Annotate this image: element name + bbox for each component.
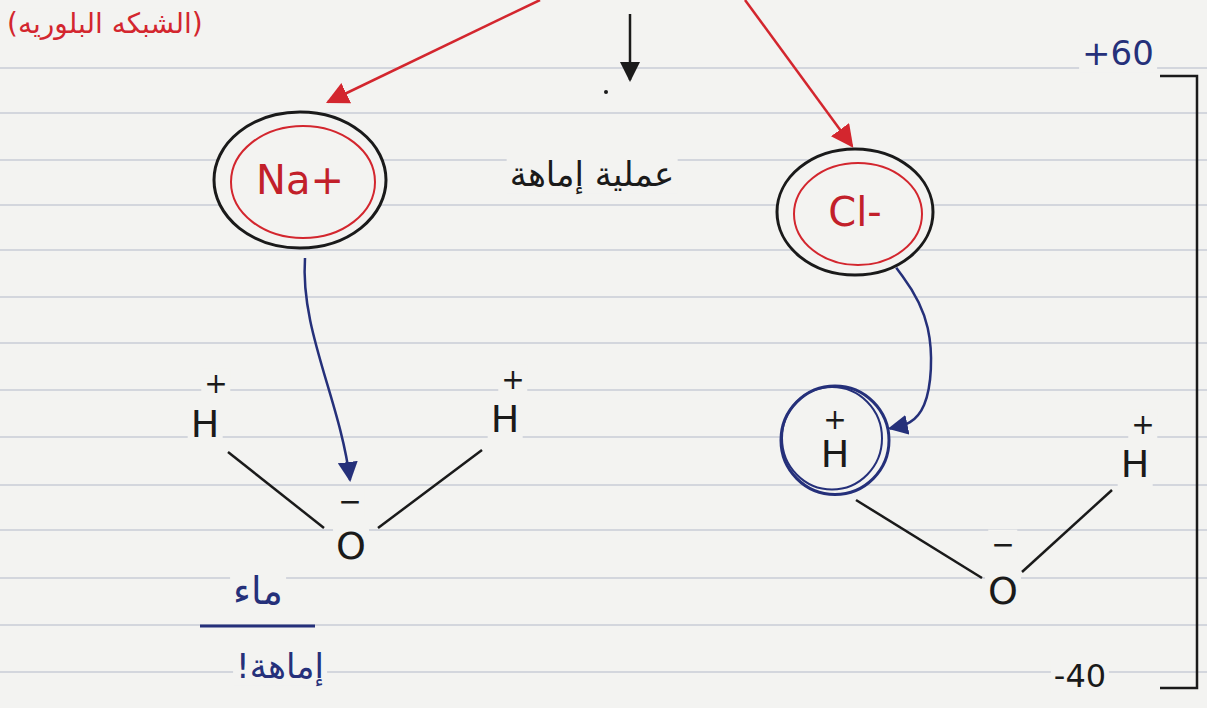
inner-ring [231, 126, 375, 238]
ruled-lines [0, 68, 1207, 672]
ink-dot [604, 90, 608, 94]
red-pointer-arrow [328, 0, 540, 102]
charge-sign: + [498, 365, 527, 396]
outer-ring [777, 149, 933, 275]
node-text: Na+ [256, 159, 344, 201]
charge-sign: − [335, 487, 364, 518]
ruled-line [0, 484, 1207, 486]
charge-sign: − [988, 530, 1017, 561]
ruled-line [0, 112, 1207, 114]
o-h-bond [1022, 490, 1112, 572]
inner-ring [782, 387, 882, 489]
ion-circle: Na+ [212, 110, 388, 250]
ruled-line [0, 389, 1207, 391]
ruled-line [0, 436, 1207, 438]
charge-sign: + [201, 369, 230, 400]
o-h-bond [228, 452, 324, 528]
ruled-line [0, 624, 1207, 626]
value-label: -40 [1051, 659, 1109, 694]
underline [200, 625, 315, 628]
o-h-bond [856, 500, 982, 578]
note-text: ماء [230, 571, 286, 613]
ruled-line [0, 249, 1207, 251]
atom-symbol: H [188, 404, 223, 446]
outer-ring [781, 386, 889, 494]
node-text: + [823, 405, 846, 434]
down-arrow [629, 14, 632, 80]
ruled-line [0, 342, 1207, 344]
attraction-arrow [305, 258, 350, 480]
atom-symbol: O [985, 571, 1021, 613]
ruled-line [0, 671, 1207, 673]
red-pointer-arrow [745, 0, 852, 146]
ruled-line [0, 529, 1207, 531]
attraction-arrow [890, 268, 931, 429]
atom-symbol: H [488, 399, 523, 441]
outer-ring [214, 112, 386, 248]
hydrogen-circle: +H [779, 384, 891, 496]
atom-symbol: H [1118, 444, 1153, 486]
inner-ring [794, 163, 922, 265]
note-text: إماهة! [233, 648, 327, 685]
o-h-bond [378, 450, 482, 528]
ruled-line [0, 577, 1207, 579]
note-text: (الشبكه البلوريه) [4, 9, 206, 40]
range-bracket [1160, 76, 1197, 688]
atom-symbol: O [333, 526, 369, 568]
ruled-line [0, 67, 1207, 69]
ruled-line [0, 204, 1207, 206]
ion-circle: Cl- [775, 147, 935, 277]
value-label: +60 [1079, 35, 1157, 72]
ruled-line [0, 296, 1207, 298]
charge-sign: + [1128, 410, 1157, 441]
node-text: H [821, 435, 850, 475]
process-label: عملية إماهة [507, 156, 678, 193]
node-text: Cl- [828, 191, 881, 233]
